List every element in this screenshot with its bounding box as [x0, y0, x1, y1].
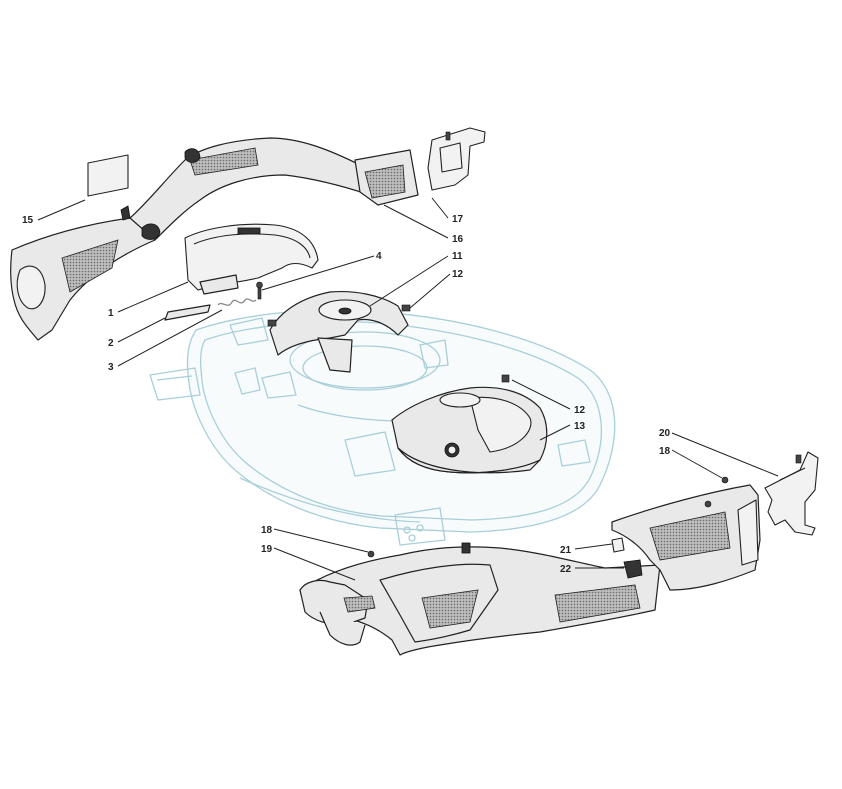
part-22-button [623, 559, 643, 579]
callout-15: 15 [22, 215, 34, 226]
callout-4: 4 [376, 251, 382, 262]
callout-3: 3 [108, 362, 114, 373]
part-1-flap [184, 223, 319, 295]
callout-21: 21 [560, 545, 572, 556]
part-16-upper-guard [10, 137, 419, 341]
callout-18-right: 18 [659, 446, 671, 457]
screw-18-left [367, 550, 375, 558]
callout-20: 20 [659, 428, 671, 439]
right-side-panel [611, 484, 761, 591]
part-3-spring [217, 298, 257, 306]
callout-19: 19 [261, 544, 273, 555]
callout-12-upper: 12 [452, 269, 464, 280]
callout-11: 11 [452, 251, 463, 262]
callout-2: 2 [108, 338, 114, 349]
screw-18-right [721, 476, 729, 484]
callout-13: 13 [574, 421, 586, 432]
callout-18-left: 18 [261, 525, 273, 536]
part-21-clip [611, 537, 625, 553]
callout-22: 22 [560, 564, 572, 575]
callout-17: 17 [452, 214, 464, 225]
callout-16: 16 [452, 234, 464, 245]
part-19-lower-guard [299, 542, 661, 656]
leader-lines [37, 197, 779, 581]
callout-12-lower: 12 [574, 405, 586, 416]
part-13-motor-cover [391, 374, 548, 474]
part-4-pin [256, 281, 263, 300]
part-15-label-plate [87, 154, 129, 197]
part-20-bracket [764, 451, 819, 536]
callout-1: 1 [108, 308, 114, 319]
part-11-motor-cover [267, 290, 411, 373]
callout-labels: 15 1 2 3 4 11 12 16 17 12 13 20 18 18 19… [22, 214, 671, 575]
part-17-bracket [427, 127, 486, 191]
part-2-rod [164, 304, 211, 321]
